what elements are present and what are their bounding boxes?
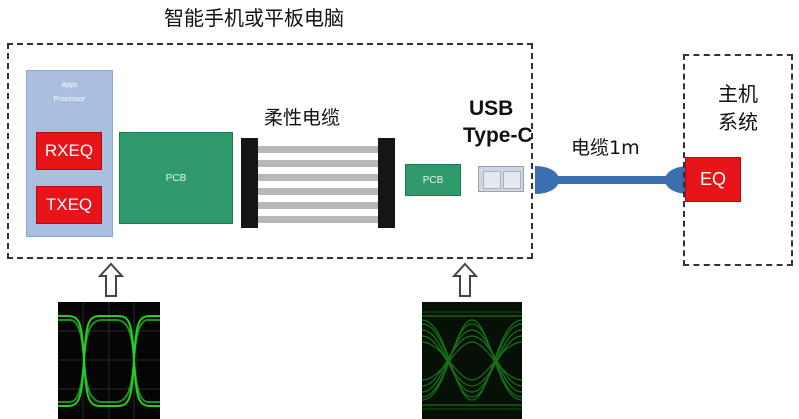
- device-title: 智能手机或平板电脑: [164, 6, 344, 30]
- pcb-small: PCB: [405, 164, 461, 196]
- flex-cable-label: 柔性电缆: [264, 107, 341, 129]
- rxeq-block: RXEQ: [36, 132, 102, 170]
- flex-connector-left: [241, 138, 258, 228]
- cable-body: [557, 176, 669, 184]
- host-eq-block: EQ: [685, 157, 741, 202]
- cable-label: 电缆1m: [571, 137, 640, 159]
- eye-diagram-right: [422, 302, 522, 419]
- pcb-main: PCB: [119, 132, 233, 224]
- usb-cable: [535, 166, 689, 194]
- flex-stripe: [258, 160, 378, 167]
- usb-label-line1: USB: [469, 97, 514, 120]
- eye-diagram-left: [58, 302, 160, 419]
- device-boundary: [7, 43, 533, 259]
- host-label-line1: 主机: [718, 82, 758, 106]
- txeq-block: TXEQ: [36, 186, 102, 224]
- usb-c-receptacle: [478, 166, 524, 192]
- apps-processor-sub: Processor: [53, 96, 86, 103]
- flex-stripe: [258, 216, 378, 223]
- up-arrow-left: [98, 262, 124, 297]
- flex-stripe: [258, 202, 378, 209]
- host-boundary: [683, 54, 793, 266]
- usb-label-line2: Type-C: [463, 124, 533, 147]
- up-arrow-right: [452, 262, 478, 297]
- flex-stripe: [258, 188, 378, 195]
- cable-plug-left: [535, 166, 559, 194]
- flex-connector-right: [378, 138, 395, 228]
- host-label-line2: 系统: [718, 110, 758, 134]
- apps-processor-name: Apps: [61, 82, 78, 89]
- flex-stripe: [258, 174, 378, 181]
- flex-stripe: [258, 146, 378, 153]
